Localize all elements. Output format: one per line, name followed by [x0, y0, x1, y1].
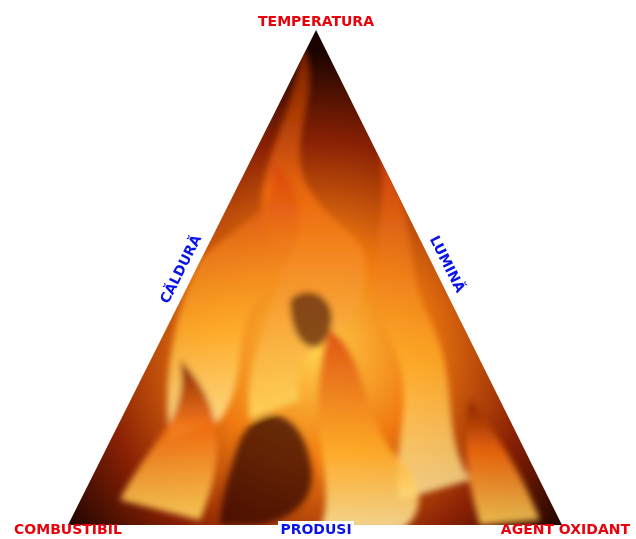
- side-label: PRODUSI: [278, 521, 353, 537]
- vertex-label: AGENT OXIDANT: [499, 521, 632, 537]
- side-label: CĂLDURĂ: [155, 230, 205, 307]
- vertex-label: COMBUSTIBIL: [12, 521, 124, 537]
- vertex-label: TEMPERATURA: [256, 13, 376, 29]
- side-label: LUMINĂ: [426, 231, 470, 297]
- flame-picture: [60, 25, 570, 530]
